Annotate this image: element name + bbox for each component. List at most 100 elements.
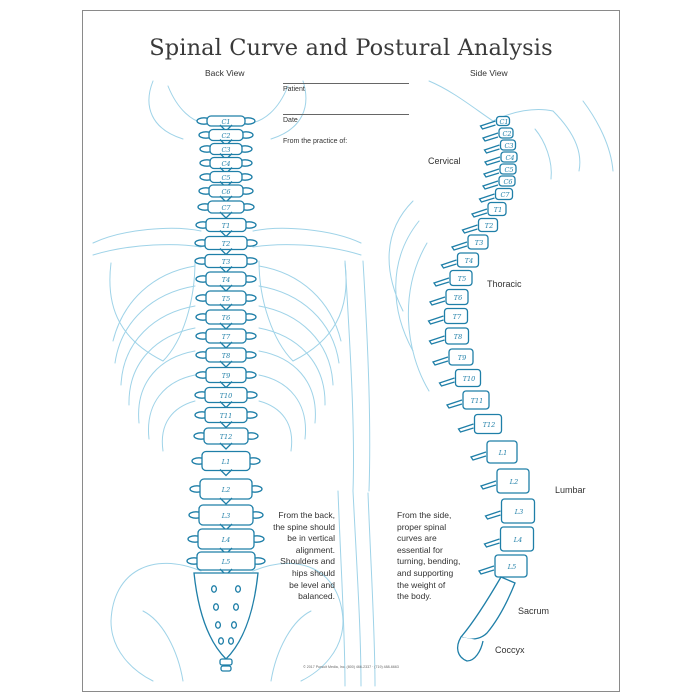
spinous-process — [445, 399, 463, 409]
skeleton-outline — [92, 80, 614, 687]
note-line: and supporting — [397, 567, 454, 578]
spinous-process — [481, 132, 499, 142]
skeleton-line — [128, 327, 196, 406]
vertebra-label: C3 — [504, 142, 513, 150]
skeleton-line — [534, 128, 552, 180]
sacral-foramen — [212, 603, 220, 611]
spinous-process — [438, 377, 455, 387]
skeleton-line — [582, 100, 614, 172]
vertebra-label: L5 — [507, 563, 516, 571]
note-line: the body. — [397, 591, 432, 602]
sacral-foramen — [232, 603, 240, 611]
vertebra-label: T10 — [220, 392, 233, 400]
skeleton-line — [258, 305, 334, 386]
spinous-process — [479, 120, 496, 130]
vertebra-label: T4 — [222, 276, 230, 284]
sacral-foramen — [234, 585, 242, 593]
vertebra — [207, 200, 245, 214]
vertebra — [201, 450, 251, 472]
skeleton-line — [252, 562, 344, 682]
vertebra-label: T6 — [454, 294, 462, 302]
spinous-process — [470, 208, 488, 218]
spinous-process — [427, 315, 444, 325]
skeleton-line — [258, 400, 293, 452]
back-view-vertebra-labels: C1C2C3C4C5C6C7T1T2T3T4T5T6T7T8T9T10T11T1… — [220, 118, 233, 566]
skeleton-line — [337, 490, 346, 687]
vertebra — [198, 504, 254, 526]
vertebra-label: T3 — [222, 258, 230, 266]
vertebra-label: C2 — [221, 132, 230, 140]
region-coccyx: Coccyx — [495, 645, 525, 655]
sacral-foramen — [227, 637, 235, 645]
skeleton-line — [388, 200, 414, 312]
region-sacrum: Sacrum — [518, 606, 550, 616]
side-view-vertebra-labels: C1C2C3C4C5C6C7T1T2T3T4T5T6T7T8T9T10T11T1… — [453, 118, 523, 571]
skeleton-line — [109, 260, 196, 362]
vertebra-label: T8 — [222, 352, 230, 360]
region-cervical: Cervical — [428, 156, 461, 166]
date-label: Date — [283, 117, 298, 124]
vertebra-label: T12 — [483, 421, 496, 429]
note-line: balanced. — [298, 591, 335, 602]
spinous-process — [483, 144, 500, 154]
skeleton-line — [148, 80, 184, 140]
patient-line[interactable] — [283, 114, 409, 115]
vertebra — [454, 368, 482, 388]
vertebra-label: C1 — [221, 118, 230, 126]
vertebra — [456, 252, 480, 268]
spinous-process — [482, 168, 500, 178]
region-thoracic: Thoracic — [487, 279, 522, 289]
skeleton-line — [428, 80, 494, 122]
skeleton-line — [112, 265, 196, 342]
skeleton-line — [138, 350, 196, 424]
vertebra — [498, 175, 516, 187]
vertebra — [499, 526, 535, 552]
vertebra-label: C1 — [499, 118, 508, 126]
vertebra-label: C5 — [221, 174, 230, 182]
vertebra — [205, 290, 247, 306]
skeleton-line — [258, 350, 316, 424]
note-line: From the side, — [397, 510, 452, 520]
skeleton-line — [258, 260, 347, 362]
skeleton-line — [552, 110, 581, 172]
back-view-label: Back View — [205, 68, 245, 78]
vertebra — [445, 288, 469, 306]
vertebra-label: T9 — [222, 372, 230, 380]
vertebra-label: C7 — [221, 204, 231, 212]
vertebra-label: C4 — [505, 154, 514, 162]
coccyx — [220, 665, 232, 672]
vertebra-label: T5 — [222, 295, 230, 303]
page-title: Spinal Curve and Postural Analysis — [149, 35, 553, 61]
skeleton-line — [258, 265, 342, 342]
vertebra — [444, 327, 470, 345]
vertebra-label: L2 — [509, 478, 518, 486]
vertebra — [205, 271, 247, 287]
note-line: turning, bending, — [397, 556, 461, 567]
vertebra-label: T5 — [458, 275, 466, 283]
vertebra-label: T11 — [471, 397, 484, 405]
skeleton-line — [92, 244, 202, 256]
spinous-process — [428, 296, 446, 306]
skeleton-line — [407, 242, 430, 392]
vertebra-label: T11 — [220, 412, 233, 420]
vertebra — [205, 347, 247, 363]
vertebra-label: T1 — [494, 206, 502, 214]
skeleton-line — [252, 244, 362, 256]
vertebra — [203, 427, 249, 445]
vertebra-label: T3 — [475, 239, 483, 247]
vertebra-label: L5 — [221, 558, 230, 566]
note-line: be level and — [289, 579, 335, 590]
back-view-spine — [186, 115, 266, 672]
note-line: alignment. — [295, 544, 335, 555]
vertebra — [494, 187, 514, 201]
vertebra — [462, 390, 490, 410]
vertebra — [208, 128, 244, 142]
sacral-foramen — [214, 621, 222, 629]
spinous-process — [428, 335, 445, 345]
vertebra-label: T7 — [222, 333, 231, 341]
vertebra-label: T7 — [453, 313, 462, 321]
vertebra-label: C6 — [221, 188, 230, 196]
vertebra — [496, 468, 530, 494]
form-top-line — [283, 83, 409, 84]
spinous-process — [479, 480, 497, 490]
